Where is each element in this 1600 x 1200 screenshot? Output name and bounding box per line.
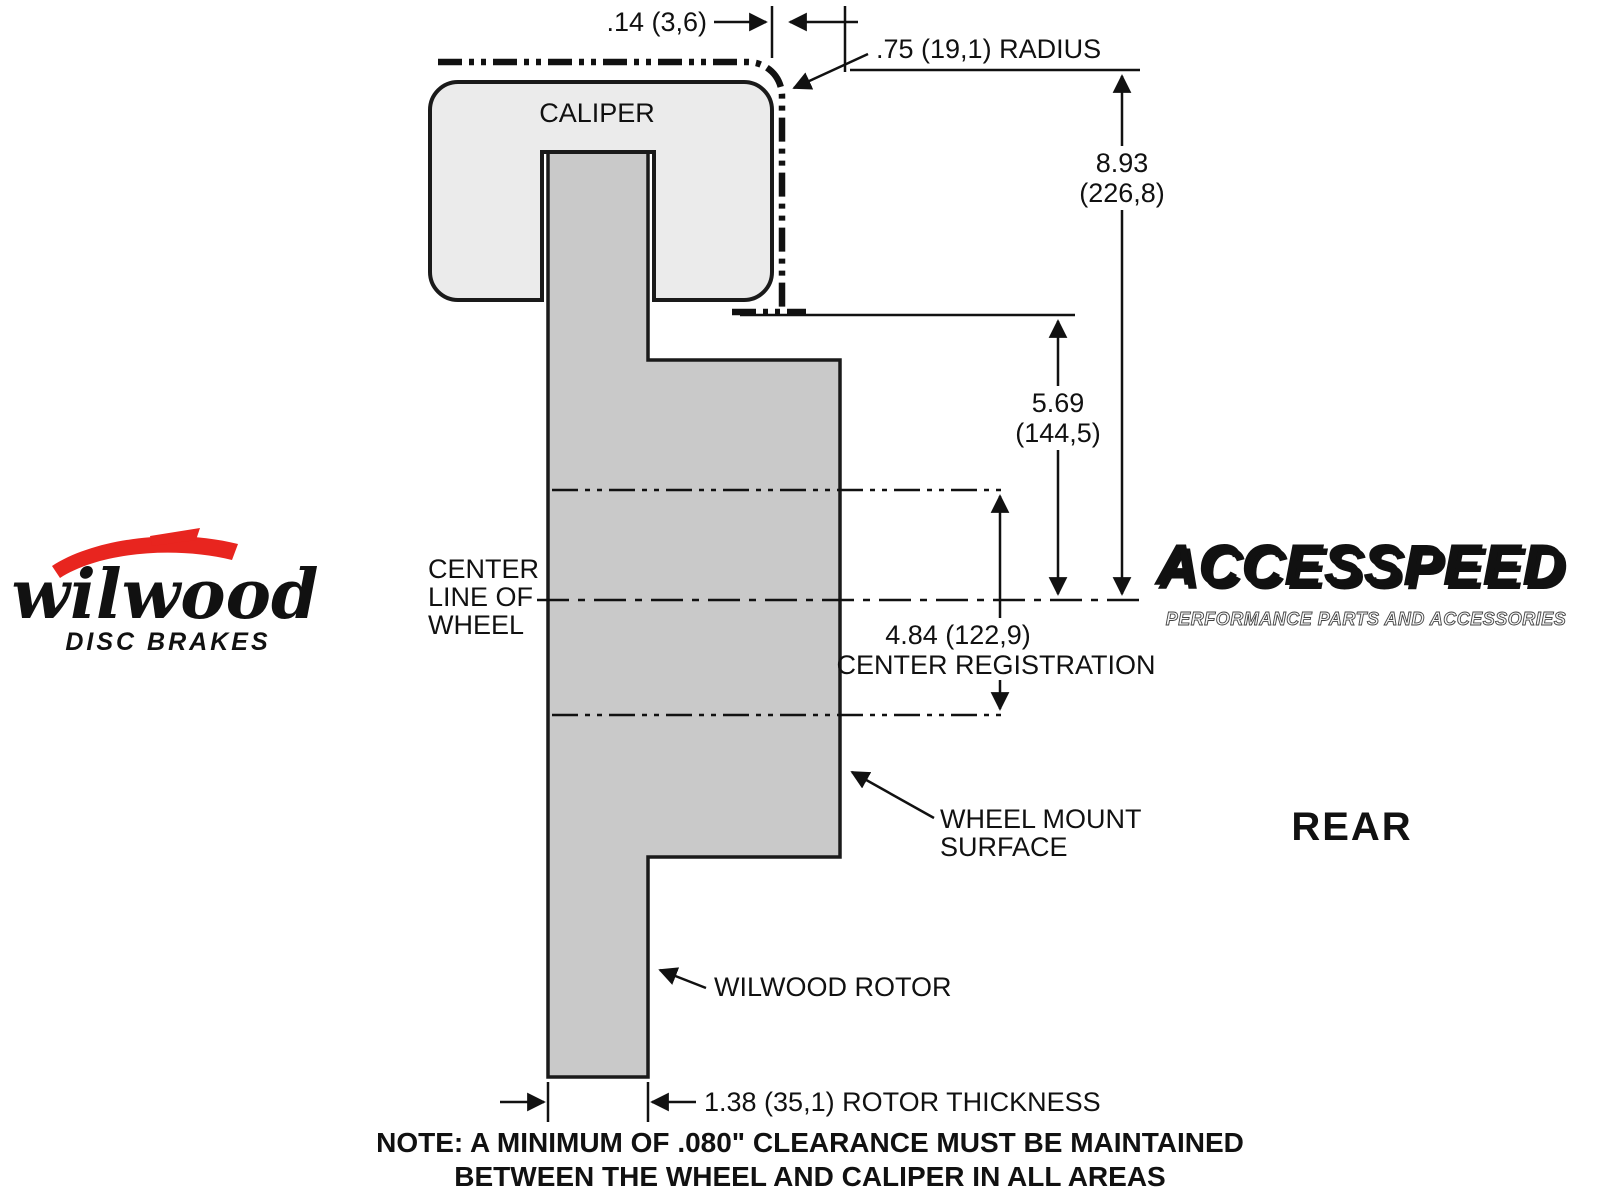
dim-registration-caption: CENTER REGISTRATION <box>836 650 1155 680</box>
accesspeed-logo-text: ACCESSPEED <box>1153 533 1565 598</box>
wilwood-red-brush-accent <box>150 528 200 546</box>
rotor-leader-arrow <box>658 967 707 990</box>
radius-leader-arrow <box>792 52 869 90</box>
accesspeed-logo-subtext: PERFORMANCE PARTS AND ACCESSORIES <box>1166 609 1567 629</box>
rotor-thickness-label: 1.38 (35,1) ROTOR THICKNESS <box>704 1087 1101 1117</box>
dim-overall-mm: (226,8) <box>1079 178 1165 208</box>
dim-overall-in: 8.93 <box>1096 148 1149 178</box>
caliper-label: CALIPER <box>539 98 655 128</box>
wheel-mount-label: SURFACE <box>940 832 1068 862</box>
accesspeed-logo-shadow: ACCESSPEED <box>1157 537 1569 602</box>
centerline-label: LINE OF <box>428 582 533 612</box>
note-line-1: NOTE: A MINIMUM OF .080" CLEARANCE MUST … <box>376 1127 1244 1158</box>
wheel-mount-leader-arrow <box>850 770 935 820</box>
wilwood-logo-text: wilwood <box>12 555 319 635</box>
wheel-mount-label: WHEEL MOUNT <box>940 804 1142 834</box>
rotor-shape <box>546 148 842 1079</box>
rotor-callout-label: WILWOOD ROTOR <box>714 972 952 1002</box>
dim-text-mask <box>848 618 1073 650</box>
wilwood-red-brush <box>52 536 238 578</box>
dim-radius-label: .75 (19,1) RADIUS <box>876 34 1101 64</box>
dim-registration-value: 4.84 (122,9) <box>885 620 1031 650</box>
dim-top-gap-label: .14 (3,6) <box>606 7 707 37</box>
dim-mount-mm: (144,5) <box>1015 418 1101 448</box>
wheel-clearance-line <box>438 58 786 310</box>
dim-text-mask <box>1080 146 1166 210</box>
caliper-shape <box>428 80 774 302</box>
dim-mount-in: 5.69 <box>1032 388 1085 418</box>
wilwood-logo-subtext: DISC BRAKES <box>65 628 270 656</box>
centerline-label: CENTER <box>428 554 539 584</box>
view-label: REAR <box>1291 805 1412 849</box>
centerline-label: WHEEL <box>428 610 524 640</box>
dim-text-mask <box>1016 386 1102 450</box>
wilwood-logo: wilwood DISC BRAKES <box>12 528 319 656</box>
note-line-2: BETWEEN THE WHEEL AND CALIPER IN ALL ARE… <box>454 1161 1165 1192</box>
dim-text-mask <box>848 650 1148 680</box>
accesspeed-logo: ACCESSPEED ACCESSPEED PERFORMANCE PARTS … <box>1153 533 1569 629</box>
